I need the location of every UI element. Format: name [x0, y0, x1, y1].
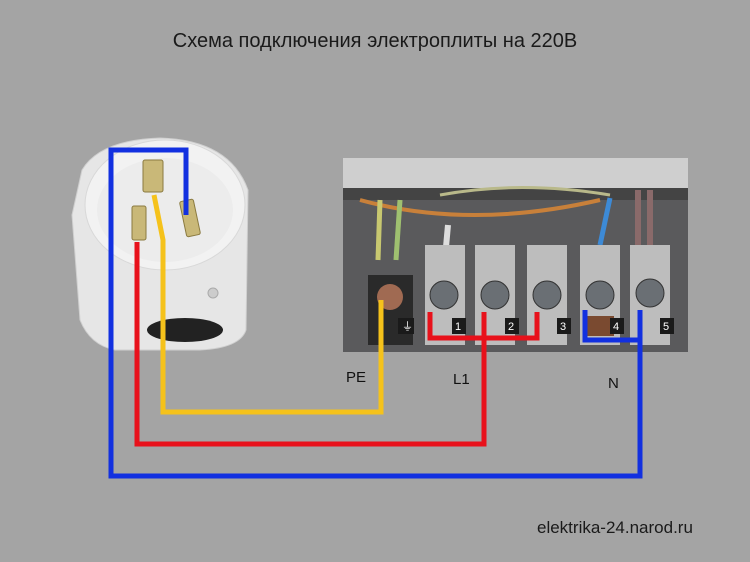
- wire-pe: [151, 194, 384, 415]
- label-l1: L1: [453, 371, 470, 388]
- source-watermark: elektrika-24.narod.ru: [537, 518, 693, 537]
- power-socket: [71, 137, 249, 351]
- terminal-label-3: 3: [560, 321, 566, 333]
- label-pe: PE: [346, 369, 367, 386]
- terminal-label-4: 4: [613, 321, 619, 333]
- wire-l1: [134, 242, 487, 447]
- svg-text:⏚: ⏚: [402, 320, 413, 333]
- wire-n: [108, 147, 643, 479]
- terminal-label-2: 2: [508, 321, 514, 333]
- terminal-label-5: 5: [663, 321, 669, 333]
- terminal-block: ⏚ 1 2 3 4 5: [343, 158, 688, 352]
- label-n: N: [608, 375, 619, 392]
- diagram-title: Схема подключения электроплиты на 220В: [172, 30, 578, 52]
- terminal-label-1: 1: [455, 321, 461, 333]
